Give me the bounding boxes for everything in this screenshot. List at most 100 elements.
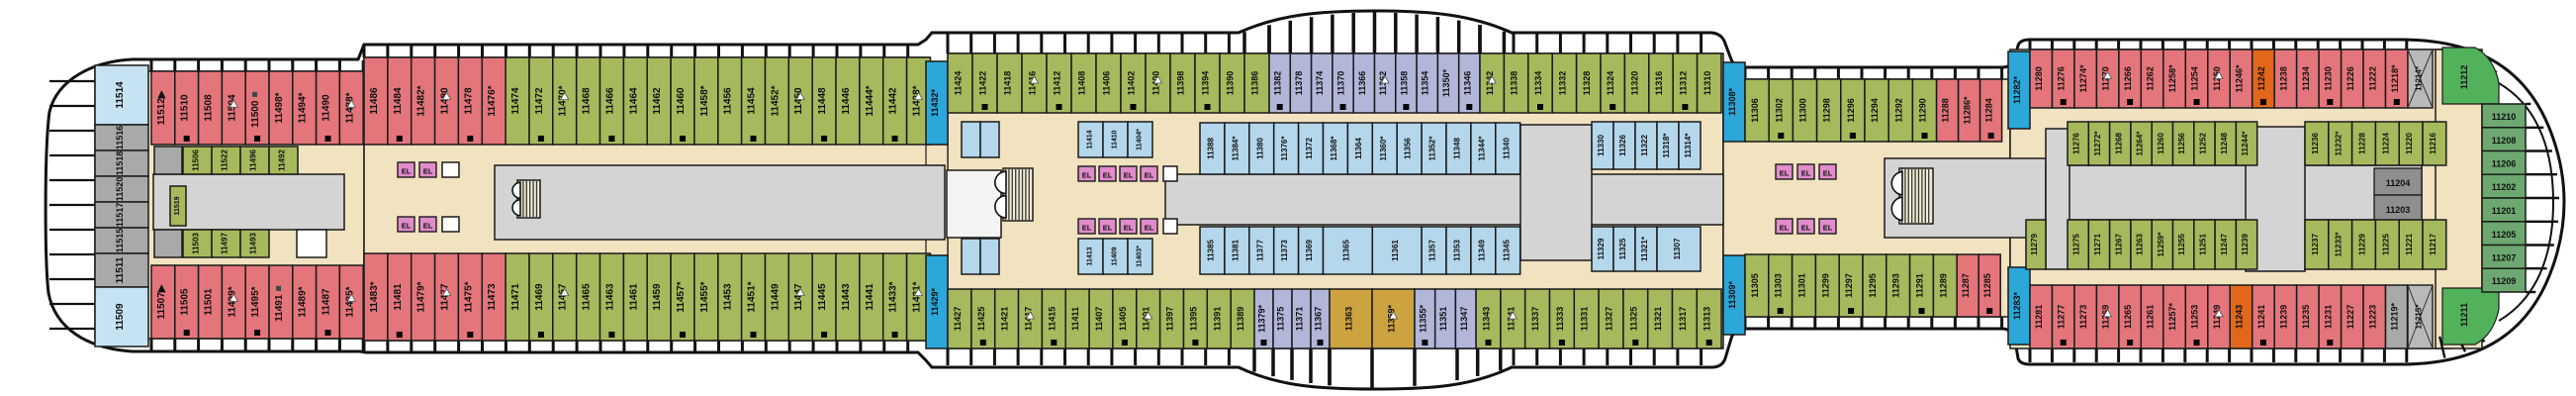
svg-text:11512▶: 11512▶: [156, 89, 167, 125]
svg-text:11281: 11281: [2034, 305, 2044, 330]
svg-text:11217: 11217: [2429, 234, 2438, 255]
svg-text:11495*: 11495*: [250, 286, 261, 317]
svg-text:11443: 11443: [841, 283, 852, 311]
svg-text:11490: 11490: [322, 94, 332, 122]
svg-text:11477: 11477: [440, 283, 451, 311]
svg-text:11327: 11327: [1605, 307, 1614, 332]
svg-text:11259*: 11259*: [2157, 232, 2165, 257]
svg-text:EL: EL: [1823, 224, 1833, 233]
svg-text:11370: 11370: [1336, 71, 1346, 96]
svg-text:11242: 11242: [2256, 66, 2266, 91]
svg-text:11427: 11427: [953, 307, 963, 332]
svg-text:11506: 11506: [192, 149, 201, 171]
svg-text:11300: 11300: [1798, 98, 1808, 123]
svg-text:11385: 11385: [1207, 240, 1216, 261]
svg-text:11214*: 11214*: [2415, 65, 2424, 91]
svg-text:11454: 11454: [747, 87, 758, 115]
svg-text:11286*: 11286*: [1963, 96, 1973, 125]
svg-text:11458*: 11458*: [699, 85, 710, 116]
svg-text:11462: 11462: [652, 87, 663, 115]
svg-text:EL: EL: [1082, 224, 1092, 233]
svg-text:11203: 11203: [2386, 205, 2411, 215]
svg-text:11422: 11422: [978, 71, 988, 96]
svg-text:11411: 11411: [1070, 307, 1080, 331]
svg-text:11204: 11204: [2386, 178, 2411, 188]
svg-text:11305: 11305: [1750, 273, 1760, 298]
svg-text:11258*: 11258*: [2167, 64, 2177, 93]
svg-text:11257*: 11257*: [2167, 302, 2177, 331]
svg-text:11215*: 11215*: [2415, 304, 2424, 330]
svg-text:11472: 11472: [534, 87, 545, 115]
svg-text:11337: 11337: [1530, 307, 1540, 332]
svg-text:11292: 11292: [1893, 98, 1903, 123]
svg-text:11340: 11340: [1502, 138, 1511, 159]
svg-text:11238: 11238: [2278, 66, 2288, 91]
svg-text:11210: 11210: [2492, 112, 2517, 122]
svg-text:11508: 11508: [204, 94, 215, 122]
svg-text:11246*: 11246*: [2235, 64, 2245, 93]
svg-text:11276: 11276: [2072, 133, 2081, 154]
svg-text:11231: 11231: [2323, 305, 2333, 330]
svg-text:11520: 11520: [115, 177, 125, 202]
svg-text:11235: 11235: [2301, 305, 2311, 330]
svg-text:11438*: 11438*: [912, 85, 923, 116]
svg-text:11275: 11275: [2072, 234, 2081, 255]
svg-text:11357: 11357: [1428, 240, 1437, 261]
svg-text:11384*: 11384*: [1231, 136, 1240, 161]
svg-text:11471: 11471: [510, 283, 521, 311]
svg-text:11220: 11220: [2405, 133, 2414, 154]
svg-text:11248: 11248: [2220, 133, 2229, 154]
svg-text:11328: 11328: [1582, 71, 1592, 96]
svg-text:11346: 11346: [1462, 71, 1472, 96]
svg-text:EL: EL: [1801, 169, 1811, 178]
svg-text:11350*: 11350*: [1441, 68, 1451, 97]
svg-text:11494*: 11494*: [298, 92, 309, 123]
svg-text:11449: 11449: [770, 283, 781, 311]
svg-text:11478: 11478: [463, 87, 474, 115]
svg-text:EL: EL: [1124, 171, 1134, 180]
svg-text:11448: 11448: [817, 87, 828, 115]
svg-text:11296: 11296: [1846, 98, 1856, 123]
svg-text:11222: 11222: [2367, 66, 2377, 91]
svg-text:11243: 11243: [2235, 305, 2245, 330]
svg-text:11480: 11480: [440, 87, 451, 115]
svg-text:11466: 11466: [604, 87, 615, 115]
svg-text:11386: 11386: [1250, 71, 1260, 96]
svg-text:11488*: 11488*: [344, 92, 355, 123]
svg-text:11293: 11293: [1891, 273, 1901, 298]
svg-text:11343: 11343: [1482, 307, 1492, 332]
svg-text:11236: 11236: [2311, 133, 2320, 154]
svg-text:11412: 11412: [1053, 71, 1062, 96]
svg-text:11264*: 11264*: [2136, 131, 2145, 156]
svg-text:11274*: 11274*: [2078, 64, 2088, 93]
svg-text:11473: 11473: [487, 283, 498, 311]
svg-text:11295: 11295: [1868, 273, 1878, 298]
svg-text:11394: 11394: [1201, 71, 1211, 96]
svg-text:11212: 11212: [2459, 65, 2469, 90]
svg-text:11321*: 11321*: [1640, 236, 1649, 261]
svg-text:11424: 11424: [954, 71, 964, 96]
svg-text:11322: 11322: [1640, 135, 1649, 156]
svg-text:11267: 11267: [2114, 234, 2123, 255]
svg-text:11429*: 11429*: [930, 287, 940, 316]
svg-text:11218*: 11218*: [2390, 64, 2400, 93]
svg-text:11376*: 11376*: [1280, 136, 1289, 161]
svg-text:11433*: 11433*: [888, 281, 899, 312]
svg-text:11308*: 11308*: [1727, 87, 1737, 116]
svg-text:11223: 11223: [2367, 305, 2377, 330]
svg-text:11391: 11391: [1212, 307, 1222, 332]
svg-text:11408: 11408: [1077, 71, 1087, 96]
svg-text:11333: 11333: [1555, 307, 1565, 332]
svg-text:11404*: 11404*: [1137, 129, 1144, 150]
svg-text:11501: 11501: [204, 288, 215, 316]
svg-text:11283*: 11283*: [2012, 291, 2022, 320]
svg-text:11456: 11456: [723, 87, 734, 115]
svg-text:11373: 11373: [1280, 240, 1289, 261]
svg-text:11289: 11289: [1938, 273, 1948, 298]
svg-text:11364: 11364: [1354, 138, 1363, 159]
svg-text:11504: 11504: [227, 94, 237, 122]
svg-text:11390: 11390: [1226, 71, 1236, 96]
svg-text:11369: 11369: [1305, 240, 1314, 261]
svg-text:11514: 11514: [115, 81, 126, 109]
svg-text:11489*: 11489*: [298, 286, 309, 317]
